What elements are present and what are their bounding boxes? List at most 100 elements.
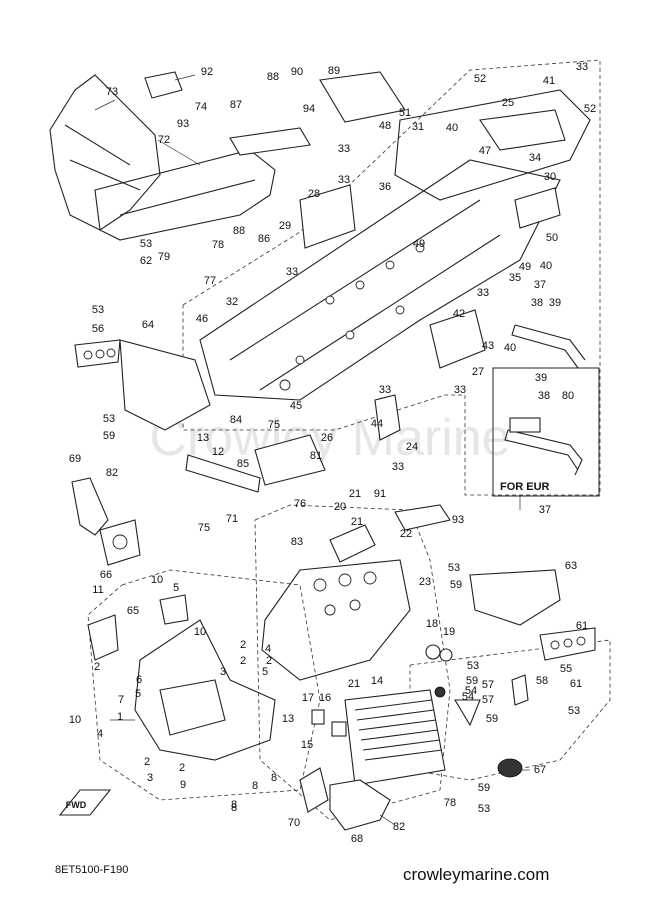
part-callout-31: 31 [412,121,424,133]
part-callout-2: 2 [179,762,185,774]
part-callout-33: 33 [379,384,391,396]
part-callout-59: 59 [486,713,498,725]
part-callout-53: 53 [103,413,115,425]
part-callout-8: 8 [231,799,237,811]
part-callout-83: 83 [291,536,303,548]
part-callout-8: 8 [271,772,277,784]
part-callout-10: 10 [194,626,206,638]
lower-cover-group-outline [254,504,451,821]
part-callout-81: 81 [310,450,322,462]
part-callout-69: 69 [69,453,81,465]
part-callout-39: 39 [535,372,547,384]
part-callout-20: 20 [334,501,346,513]
part-22-tube [329,524,376,563]
part-callout-33: 33 [338,174,350,186]
part-callout-9: 9 [180,779,186,791]
part-callout-72: 72 [158,134,170,146]
part-callout-65: 65 [127,605,139,617]
part-callout-82: 82 [106,467,118,479]
rear-frame-group-outline [182,59,601,496]
part-callout-94: 94 [303,103,315,115]
part-callout-18: 18 [426,618,438,630]
part-callout-1: 1 [117,711,123,723]
part-callout-2: 2 [94,661,100,673]
part-callout-84: 84 [230,414,242,426]
part-12-bar [185,454,261,493]
part-callout-78: 78 [212,239,224,251]
part-callout-71: 71 [226,513,238,525]
part-14-cooler [344,689,446,786]
part-callout-52: 52 [584,103,596,115]
part-callout-90: 90 [291,66,303,78]
part-67-cap [497,758,523,778]
part-callout-41: 41 [543,75,555,87]
part-89-plate [319,71,406,123]
for-eur-label: FOR EUR [500,481,550,493]
part-callout-33: 33 [392,461,404,473]
part-16-spacer [331,721,347,737]
part-callout-76: 76 [294,498,306,510]
part-callout-44: 44 [371,418,383,430]
part-26-bracket [374,394,401,441]
part-callout-73: 73 [106,86,118,98]
part-callout-10: 10 [151,574,163,586]
part-callout-10: 10 [69,714,81,726]
part-callout-30: 30 [544,171,556,183]
part-callout-59: 59 [103,430,115,442]
part-63-bracket [469,569,561,626]
part-callout-79: 79 [158,251,170,263]
part-73-bracket [49,74,161,231]
part-18-ring [425,644,441,660]
part-callout-80: 80 [562,390,574,402]
part-callout-63: 63 [565,560,577,572]
part-callout-53: 53 [467,660,479,672]
part-callout-8: 8 [231,802,237,814]
part-71-hole [112,534,128,550]
part-11-bracket [159,594,189,625]
part-25-rear-frame [394,89,591,201]
part-callout-13: 13 [197,432,209,444]
part-callout-53: 53 [448,562,460,574]
part-69-bracket [71,477,109,536]
part-callout-88: 88 [267,71,279,83]
frame-holes [279,243,425,391]
part-callout-82: 82 [393,821,405,833]
part-callout-75: 75 [268,419,280,431]
part-callout-66: 66 [100,569,112,581]
part-28-bracket [299,184,356,249]
part-callout-15: 15 [301,739,313,751]
part-callout-54: 54 [462,691,474,703]
part-callout-33: 33 [286,266,298,278]
part-callout-85: 85 [237,458,249,470]
part-callout-53: 53 [140,238,152,250]
part-callout-93: 93 [452,514,464,526]
part-callout-21: 21 [351,516,363,528]
part-callout-37: 37 [534,279,546,291]
part-87-plate [229,127,311,156]
part-callout-21: 21 [349,488,361,500]
part-callout-49: 49 [413,238,425,250]
part-callout-64: 64 [142,319,154,331]
front-frame-group-outline [87,569,321,801]
part-callout-2: 2 [144,756,150,768]
part-callout-53: 53 [92,304,104,316]
part-92-cap [144,71,183,99]
part-callout-33: 33 [338,143,350,155]
part-callout-3: 3 [220,666,226,678]
part-58-clip [511,674,529,706]
part-callout-8: 8 [252,780,258,792]
part-85-plate [254,434,326,486]
part-callout-77: 77 [204,275,216,287]
part-72-frame [94,149,276,241]
part-callout-40: 40 [540,260,552,272]
part-callout-57: 57 [482,679,494,691]
part-callout-17: 17 [302,692,314,704]
leader-lines [94,74,530,826]
part-72-rib [119,179,256,216]
part-callout-45: 45 [290,400,302,412]
part-68-boot [329,779,391,831]
part-1-front-panel [159,679,226,736]
